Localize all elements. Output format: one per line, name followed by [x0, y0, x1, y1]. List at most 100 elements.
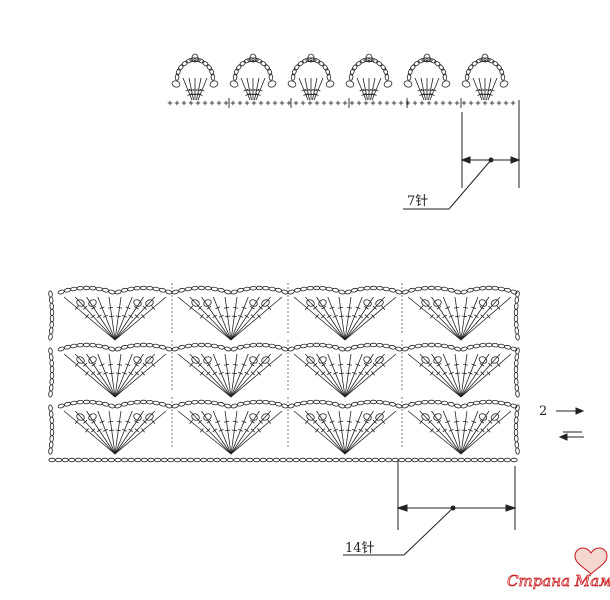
inner-loop — [363, 299, 372, 307]
scallop-chain — [146, 285, 154, 291]
scallop-chain — [101, 287, 110, 293]
scallop-chain — [306, 342, 314, 348]
scallop-chain — [300, 286, 308, 292]
scallop-chain — [447, 401, 455, 407]
inner-loop — [363, 413, 372, 421]
scallop-chain — [287, 289, 295, 295]
foundation-stitch — [363, 100, 369, 106]
cluster-stitch — [453, 296, 462, 341]
petal-chain — [471, 60, 478, 67]
scallop-chain — [325, 400, 333, 406]
scallop-chain — [82, 285, 91, 291]
foundation-chain-stitch — [253, 457, 261, 463]
edge-chain — [514, 353, 520, 361]
scallop-chain — [473, 343, 481, 349]
foundation-chain-stitch — [180, 457, 188, 463]
scallop-chain — [369, 342, 378, 348]
cluster-stitch — [114, 353, 133, 398]
cluster-stitch — [344, 353, 363, 398]
foundation-stitch — [412, 100, 418, 106]
scallop-chain — [197, 285, 206, 291]
edge-chain — [515, 447, 520, 455]
scallop-chain — [408, 401, 416, 407]
scallop-chain — [441, 286, 449, 292]
scallop-chain — [376, 399, 384, 405]
scallop-chain — [133, 342, 141, 348]
edge-chain — [515, 390, 520, 398]
scallop-chain — [363, 342, 371, 348]
scallop-chain — [338, 346, 346, 352]
scallop-chain — [184, 343, 192, 349]
scallop-chain — [497, 400, 505, 406]
scallop-chain — [447, 287, 455, 293]
foundation-chain-stitch — [187, 457, 195, 463]
edge-chain — [48, 384, 54, 392]
edge-chain — [513, 372, 519, 380]
petal-chain — [293, 64, 300, 71]
fan-stitch — [182, 77, 193, 101]
bottom-repeat-dimension — [343, 460, 517, 556]
edge-chain — [49, 372, 55, 380]
petal-chain — [290, 73, 296, 81]
inner-loop — [203, 299, 212, 307]
petal-chain — [434, 60, 441, 67]
scallop-chain — [243, 343, 251, 349]
inner-loop — [478, 413, 488, 421]
foundation-chain-stitch — [305, 457, 313, 463]
foundation-chain-stitch — [417, 457, 426, 463]
foundation-chain-stitch — [147, 457, 155, 463]
petal-chain — [406, 73, 412, 81]
picot-loop — [267, 80, 277, 88]
top-repeat-dimension — [403, 100, 521, 210]
inner-loop — [249, 299, 258, 307]
edge-chain — [513, 315, 519, 323]
petal-chain — [348, 73, 354, 81]
scallop-chain — [274, 401, 283, 407]
inner-loop — [478, 356, 488, 364]
scallop-chain — [300, 343, 308, 349]
edge-chain — [48, 390, 53, 398]
inner-loop — [88, 413, 97, 421]
foundation-chain-stitch — [220, 457, 228, 463]
foundation-chain-stitch — [81, 457, 89, 463]
picot-loop — [481, 53, 489, 63]
scallop-chain — [350, 344, 359, 350]
edge-chain — [513, 422, 519, 430]
foundation-chain-stitch — [503, 457, 511, 463]
scallop-chain — [306, 399, 314, 405]
inner-loop — [76, 299, 85, 307]
cluster-stitch — [293, 353, 346, 398]
cluster-stitch — [114, 296, 133, 341]
fan-stitch — [298, 77, 309, 101]
edge-chain — [49, 321, 54, 329]
edge-chain — [513, 429, 519, 437]
cluster-stitch — [114, 410, 144, 455]
scallop-chain — [211, 343, 219, 349]
scallop-chain — [101, 344, 110, 350]
foundation-chain-stitch — [338, 457, 346, 463]
foundation-chain-stitch — [226, 457, 234, 463]
foundation-chain-stitch — [398, 457, 406, 463]
scallop-chain — [165, 403, 173, 409]
fan-stitch — [311, 77, 318, 101]
bottom-repeat-label: 14针 — [345, 541, 375, 556]
foundation-stitch — [426, 100, 432, 106]
row-marker-label: 2 — [539, 404, 547, 419]
cluster-stitch — [63, 410, 116, 455]
cluster-stitch — [442, 353, 462, 398]
petal-chain — [268, 73, 274, 81]
foundation-chain-stitch — [266, 457, 274, 463]
bottom-pattern-chart: 2 14针 — [48, 283, 585, 556]
scallop-chain — [395, 289, 403, 295]
scallop-chain — [224, 289, 232, 295]
scallop-chain — [479, 342, 487, 348]
scallop-chain — [211, 286, 219, 292]
scallop-chain — [312, 399, 321, 405]
scallop-chain — [293, 287, 302, 293]
cluster-stitch — [460, 410, 501, 455]
scallop-chain — [454, 346, 462, 352]
scallop-chain — [331, 287, 340, 293]
foundation-chain-stitch — [345, 457, 353, 463]
foundation-chain-stitch — [510, 457, 518, 463]
fan-stitch — [240, 77, 251, 101]
